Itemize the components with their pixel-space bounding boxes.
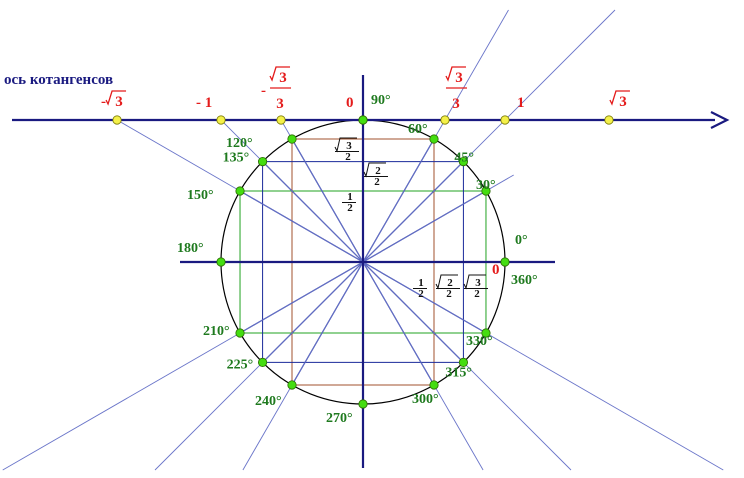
frac-cos30-radical [463, 274, 486, 290]
angle-label-210: 210° [203, 324, 230, 339]
angle-label-30: 30° [476, 178, 496, 193]
angle-label-90: 90° [371, 93, 391, 108]
frac-cos45-num: 2 [447, 277, 453, 289]
cot-label-4: 33 [445, 66, 467, 112]
frac-cos60-den: 2 [418, 288, 424, 300]
circle-point-180 [216, 257, 226, 267]
frac-sin45: 22 [363, 162, 388, 188]
angle-label-315: 315° [445, 365, 472, 380]
ray-120 [280, 119, 484, 471]
frac-sin45-radical [363, 162, 386, 178]
cot-den-4: 3 [452, 96, 460, 112]
circle-point-240 [287, 380, 297, 390]
angle-label-240: 240° [255, 394, 282, 409]
frac-cos30-num: 3 [475, 277, 481, 289]
angle-label-60: 60° [408, 122, 428, 137]
cot-label-1: - 1 [196, 95, 212, 111]
angle-label-360: 360° [511, 273, 538, 288]
cot-sign-0: - [101, 94, 106, 110]
cot-num-0: 3 [115, 94, 123, 110]
ray-60 [242, 9, 509, 471]
cot-point-1 [216, 115, 226, 125]
angle-label-45: 45° [454, 151, 474, 166]
cot-axis-arrow [710, 111, 730, 129]
construction-lines [2, 9, 724, 471]
circle-point-225 [257, 357, 268, 368]
ray-30 [2, 174, 514, 471]
angle-label-120: 120° [226, 136, 253, 151]
angle-label-270: 270° [326, 411, 353, 426]
circle-point-300 [429, 380, 439, 390]
labels: 0° 30°45° 60° 90° 120°135° 150° 180° 210° 225° 24… [101, 66, 630, 426]
circle-point-30 [481, 186, 491, 196]
ray-135 [220, 119, 572, 471]
circle-point-120 [287, 134, 297, 144]
angle-label-300: 300° [412, 392, 439, 407]
axes [12, 75, 730, 468]
zero-right-label: 0 [492, 262, 500, 278]
cot-label-2: 33 [269, 66, 292, 112]
cot-radical-6 [609, 90, 630, 106]
frac-cos30-den: 2 [474, 288, 480, 300]
circle-point-135 [257, 156, 268, 167]
cot-sign-2: - [261, 83, 266, 99]
frac-sin45-den: 2 [374, 176, 380, 188]
ray-45 [154, 9, 616, 471]
cot-label-3: 0 [346, 95, 354, 111]
frac-cos60-num: 1 [418, 277, 424, 289]
cot-point-5 [500, 115, 510, 125]
frac-cos45-radical [435, 274, 458, 290]
cot-point-6 [604, 115, 614, 125]
angle-label-150: 150° [187, 188, 214, 203]
circle-point-60 [429, 134, 439, 144]
circle-point-210 [235, 328, 245, 338]
frac-sin45-num: 2 [375, 165, 381, 177]
frac-sin60-radical [334, 137, 357, 153]
ray-150 [116, 119, 724, 471]
cot-den-2: 3 [276, 96, 284, 112]
angle-label-330: 330° [466, 334, 493, 349]
frac-cos45: 22 [435, 274, 460, 300]
cot-num-2: 3 [279, 70, 287, 86]
circle-point-270 [358, 399, 368, 409]
angle-label-135: 135° [223, 151, 250, 166]
cot-num-6: 3 [619, 94, 627, 110]
cot-radical-4 [445, 66, 466, 82]
cot-point-0 [112, 115, 122, 125]
cot-label-5: 1 [517, 95, 525, 111]
cot-point-4 [440, 115, 450, 125]
frac-cos60: 12 [413, 277, 427, 300]
circle-point-330 [481, 328, 491, 338]
angle-label-180: 180° [177, 241, 204, 256]
cot-radical-0 [105, 90, 127, 106]
frac-cos30: 32 [463, 274, 488, 300]
circle-point-45 [458, 156, 469, 167]
points [112, 115, 614, 409]
frac-sin30-den: 2 [347, 202, 353, 214]
frac-sin30: 12 [342, 191, 356, 214]
cot-axis-title: ось котангенсов [4, 72, 113, 88]
circle-point-90 [358, 115, 368, 125]
circle-point-0 [500, 257, 510, 267]
angle-label-225: 225° [227, 357, 254, 372]
circle-point-315 [458, 357, 469, 368]
cot-radical-2 [269, 66, 291, 82]
cot-point-2 [276, 115, 286, 125]
frac-sin30-num: 1 [347, 191, 353, 203]
frac-cos45-den: 2 [446, 288, 452, 300]
angle-label-0: 0° [515, 233, 528, 248]
cot-num-4: 3 [455, 70, 463, 86]
frac-sin60: 32 [334, 137, 359, 163]
frac-sin60-num: 3 [346, 140, 352, 152]
cot-label-6: 3 [609, 90, 630, 110]
cot-label-0: 3 [105, 90, 127, 110]
frac-sin60-den: 2 [345, 151, 351, 163]
circle-point-150 [235, 186, 245, 196]
